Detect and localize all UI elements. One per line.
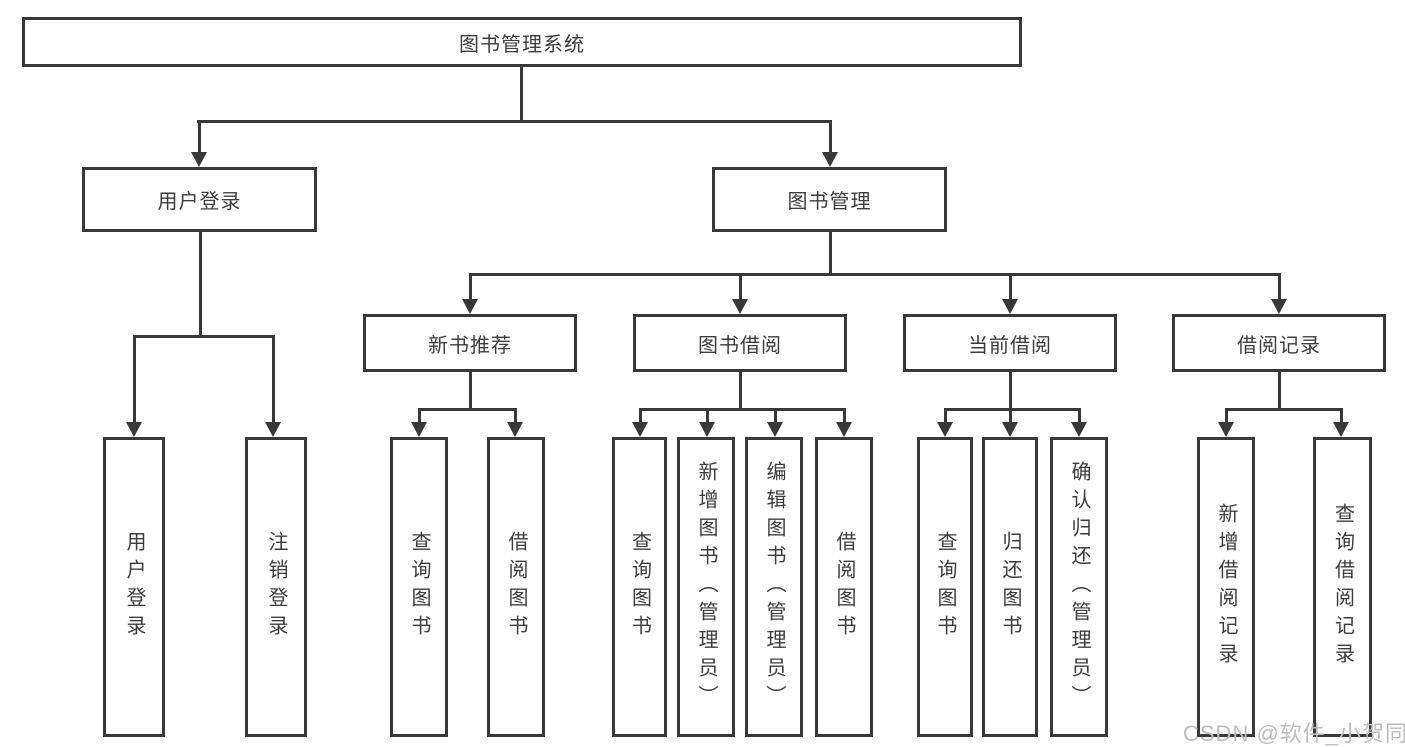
connector-line	[199, 232, 202, 335]
node-label: 借阅图书	[505, 531, 527, 643]
connector-line	[197, 120, 831, 123]
node-new-book-recommend: 新书推荐	[363, 314, 577, 372]
node-label: 用户登录	[157, 191, 242, 213]
arrow-down-icon	[1271, 273, 1287, 314]
arrow-down-icon	[1071, 408, 1087, 437]
connector-line	[739, 372, 742, 408]
connector-line	[1009, 372, 1012, 408]
connector-line	[418, 408, 516, 411]
leaf-current-confirm-return-admin: 确认归还（管理员）	[1050, 437, 1108, 737]
node-label: 新书推荐	[428, 334, 512, 357]
arrow-down-icon	[411, 408, 427, 437]
arrow-down-icon	[1002, 408, 1018, 437]
node-current-borrowing: 当前借阅	[903, 314, 1117, 372]
connector-line	[944, 408, 1080, 411]
leaf-borrowing-add-books-admin: 新增图书（管理员）	[677, 437, 735, 737]
leaf-current-return-books: 归还图书	[982, 437, 1038, 737]
arrow-down-icon	[767, 408, 783, 437]
arrow-down-icon	[937, 408, 953, 437]
connector-line	[829, 232, 832, 273]
node-label: 新增借阅记录	[1215, 503, 1237, 671]
leaf-logout: 注销登录	[245, 437, 307, 737]
node-label: 图书管理	[787, 191, 872, 213]
node-label: 图书管理系统	[459, 33, 585, 56]
node-book-management: 图书管理	[712, 167, 947, 232]
node-label: 新增图书（管理员）	[695, 461, 717, 713]
leaf-borrowing-query-books: 查询图书	[612, 437, 667, 737]
leaf-newbooks-query-books: 查询图书	[390, 437, 448, 737]
node-label: 编辑图书（管理员）	[763, 461, 785, 713]
leaf-newbooks-borrow-books: 借阅图书	[487, 437, 545, 737]
connector-line	[639, 408, 845, 411]
leaf-borrowing-edit-books-admin: 编辑图书（管理员）	[745, 437, 803, 737]
node-label: 借阅图书	[833, 531, 855, 643]
connector-line	[133, 335, 274, 338]
node-label: 查询借阅记录	[1331, 503, 1354, 671]
leaf-current-query-books: 查询图书	[917, 437, 973, 737]
leaf-records-add-record: 新增借阅记录	[1197, 437, 1255, 737]
node-label: 用户登录	[123, 531, 145, 643]
node-borrow-records: 借阅记录	[1172, 314, 1386, 372]
node-label: 当前借阅	[968, 334, 1052, 357]
leaf-user-login: 用户登录	[103, 437, 165, 737]
arrow-down-icon	[507, 408, 523, 437]
node-label: 注销登录	[265, 531, 287, 643]
watermark: CSDN @软件_小贺同学	[1183, 721, 1405, 746]
arrow-down-icon	[632, 408, 648, 437]
leaf-borrowing-borrow-books: 借阅图书	[815, 437, 873, 737]
node-label: 查询图书	[628, 531, 651, 643]
node-label: 借阅记录	[1237, 334, 1321, 357]
node-label: 归还图书	[999, 531, 1021, 643]
arrow-down-icon	[462, 273, 478, 314]
node-user-login: 用户登录	[82, 167, 317, 232]
leaf-records-query-record: 查询借阅记录	[1313, 437, 1372, 737]
connector-line	[520, 67, 523, 120]
arrow-down-icon	[1333, 408, 1349, 437]
arrow-down-icon	[1002, 273, 1018, 314]
arrow-down-icon	[191, 120, 207, 167]
arrow-down-icon	[732, 273, 748, 314]
node-library-system: 图书管理系统	[22, 17, 1022, 67]
arrow-down-icon	[126, 335, 142, 437]
connector-line	[469, 372, 472, 408]
connector-line	[469, 273, 1281, 276]
arrow-down-icon	[822, 120, 838, 167]
arrow-down-icon	[699, 408, 715, 437]
arrow-down-icon	[265, 335, 281, 437]
node-label: 查询图书	[934, 531, 956, 643]
connector-line	[1225, 408, 1342, 411]
node-book-borrowing: 图书借阅	[633, 314, 847, 372]
node-label: 查询图书	[408, 531, 430, 643]
node-label: 确认归还（管理员）	[1068, 461, 1090, 713]
arrow-down-icon	[1218, 408, 1234, 437]
arrow-down-icon	[836, 408, 852, 437]
node-label: 图书借阅	[698, 334, 782, 357]
connector-line	[1278, 372, 1281, 408]
